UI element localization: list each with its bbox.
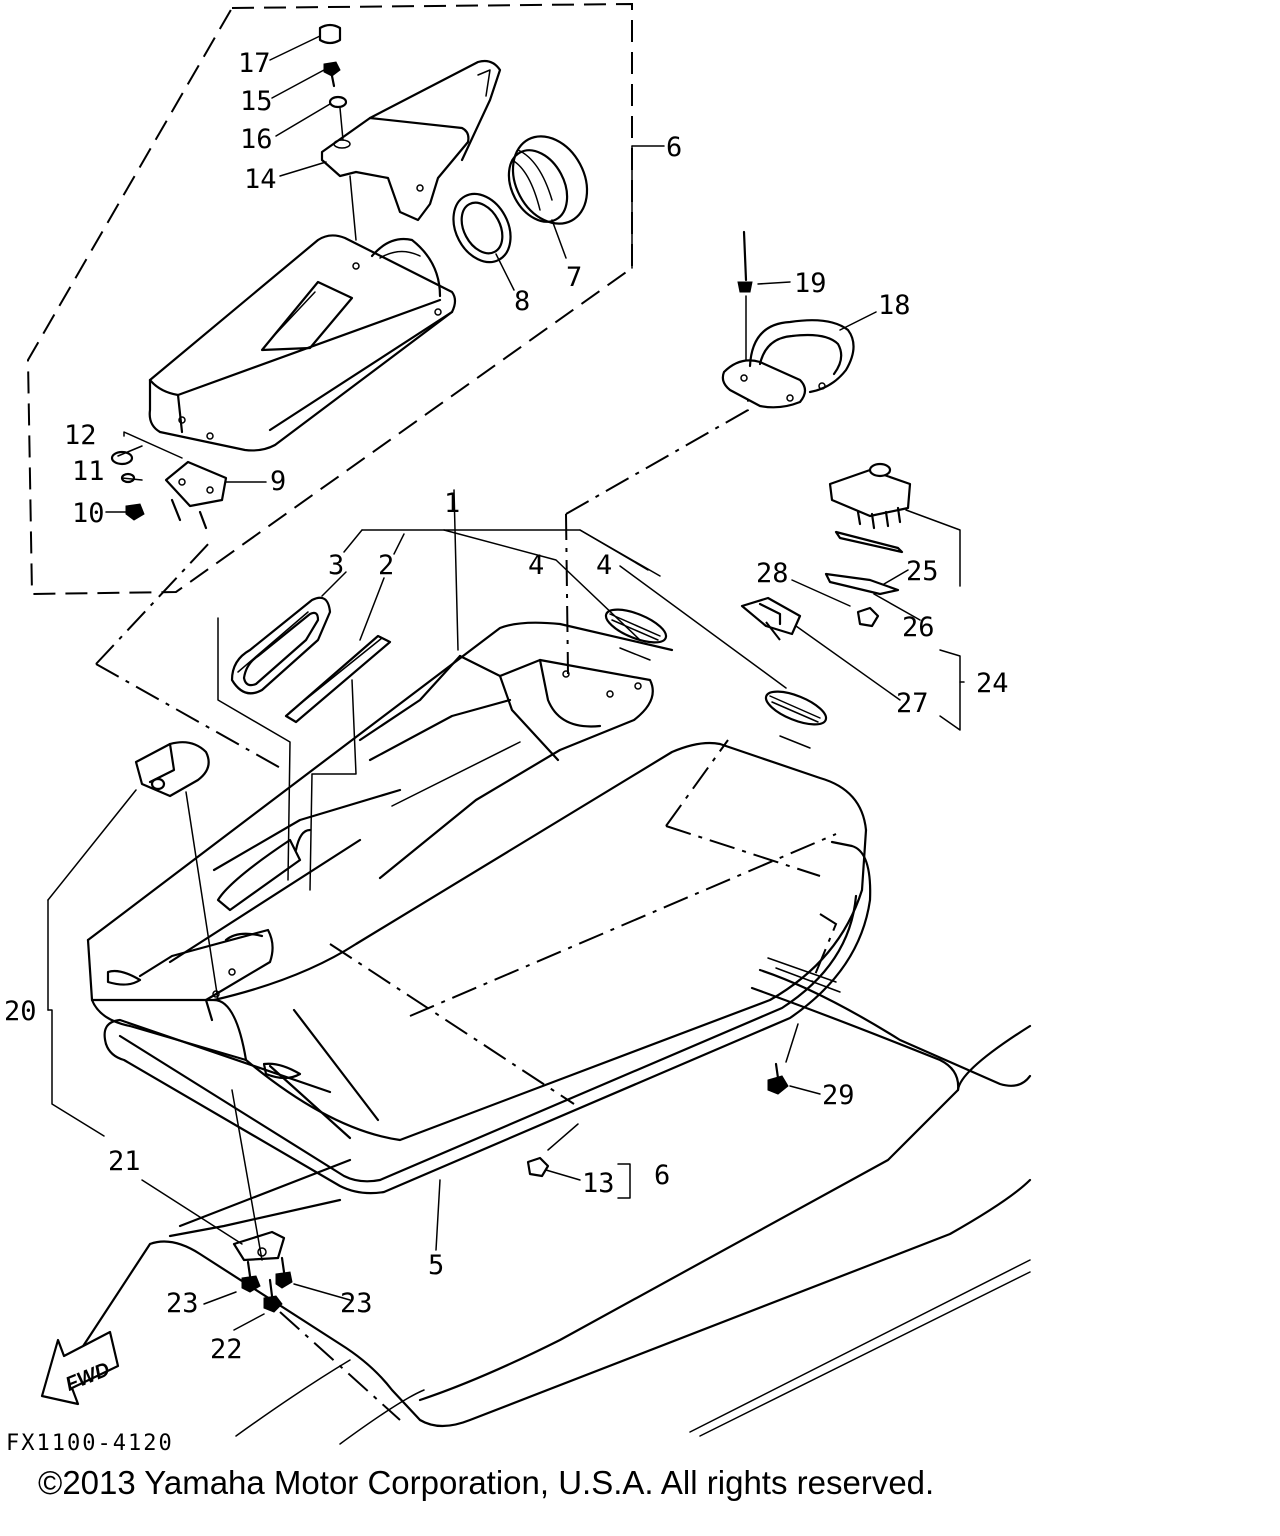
callout-13: 13 bbox=[582, 1168, 615, 1199]
callout-27: 27 bbox=[896, 688, 929, 719]
plate-21 bbox=[231, 1089, 286, 1262]
callout-15: 15 bbox=[240, 86, 273, 117]
trim-2 bbox=[284, 634, 392, 724]
bolt-22 bbox=[263, 1278, 283, 1313]
reference-lines bbox=[95, 400, 838, 1421]
callout-4-left: 4 bbox=[528, 550, 544, 581]
callout-8: 8 bbox=[514, 286, 530, 317]
leader-lines bbox=[47, 35, 965, 1331]
plate-25 bbox=[834, 530, 904, 554]
callout-19: 19 bbox=[794, 268, 827, 299]
callout-6-bottom: 6 bbox=[654, 1160, 670, 1191]
callout-24: 24 bbox=[976, 668, 1009, 699]
handle-18 bbox=[721, 319, 855, 409]
grommet-slot-b bbox=[779, 735, 811, 749]
callout-22: 22 bbox=[210, 1334, 243, 1365]
callout-20: 20 bbox=[4, 996, 37, 1027]
callout-23-right: 23 bbox=[340, 1288, 373, 1319]
callout-10: 10 bbox=[72, 498, 105, 529]
callout-16: 16 bbox=[240, 124, 273, 155]
latch-20 bbox=[134, 741, 219, 1001]
washer-12 bbox=[110, 450, 134, 466]
latch-plate-9 bbox=[164, 460, 228, 530]
callout-11: 11 bbox=[72, 456, 105, 487]
callout-25: 25 bbox=[906, 556, 939, 587]
callout-9: 9 bbox=[270, 466, 286, 497]
trim-3 bbox=[230, 596, 332, 695]
callout-26: 26 bbox=[902, 612, 935, 643]
grommet-4b bbox=[764, 690, 828, 726]
bracket-lines-2-3 bbox=[217, 617, 357, 891]
callout-6-top: 6 bbox=[666, 132, 682, 163]
ring-7 bbox=[507, 135, 589, 225]
storage-cover-upper bbox=[148, 234, 457, 452]
callout-17: 17 bbox=[238, 48, 271, 79]
grommet-slot-a bbox=[619, 647, 651, 661]
callout-5: 5 bbox=[428, 1250, 444, 1281]
cap-17 bbox=[318, 23, 342, 45]
rivet-19 bbox=[737, 230, 753, 361]
nut-28 bbox=[856, 606, 880, 628]
callout-1: 1 bbox=[444, 488, 460, 519]
callout-labels: 17 15 16 14 6 7 8 19 18 12 11 10 9 1 3 2… bbox=[4, 48, 1009, 1365]
block-27 bbox=[740, 596, 802, 636]
drawing-code: FX1100-4120 bbox=[6, 1431, 174, 1456]
plate-26 bbox=[824, 572, 900, 596]
nut-13 bbox=[526, 1156, 550, 1178]
callout-3: 3 bbox=[328, 550, 344, 581]
lock-24 bbox=[828, 462, 912, 530]
hull-outline bbox=[72, 957, 1032, 1445]
bracket-14 bbox=[320, 59, 502, 241]
grommet-4a bbox=[604, 608, 668, 644]
callout-2: 2 bbox=[378, 550, 394, 581]
assembly-6-boundary bbox=[26, 2, 633, 596]
callout-23-left: 23 bbox=[166, 1288, 199, 1319]
callout-4-right: 4 bbox=[596, 550, 612, 581]
fwd-arrow-icon: FWD bbox=[40, 1330, 120, 1406]
bolt-15 bbox=[323, 61, 341, 88]
callout-7: 7 bbox=[566, 262, 582, 293]
bolt-23b bbox=[275, 1256, 293, 1289]
gasket-5 bbox=[103, 840, 872, 1195]
callout-28: 28 bbox=[756, 558, 789, 589]
washer-16 bbox=[328, 95, 348, 141]
seal-8 bbox=[452, 192, 512, 264]
bolt-29 bbox=[767, 1062, 789, 1095]
callout-18: 18 bbox=[878, 290, 911, 321]
callout-14: 14 bbox=[244, 164, 277, 195]
hatch-body-1 bbox=[86, 621, 868, 1142]
callout-21: 21 bbox=[108, 1146, 141, 1177]
copyright-notice: ©2013 Yamaha Motor Corporation, U.S.A. A… bbox=[38, 1464, 934, 1501]
callout-12: 12 bbox=[64, 420, 97, 451]
callout-29: 29 bbox=[822, 1080, 855, 1111]
